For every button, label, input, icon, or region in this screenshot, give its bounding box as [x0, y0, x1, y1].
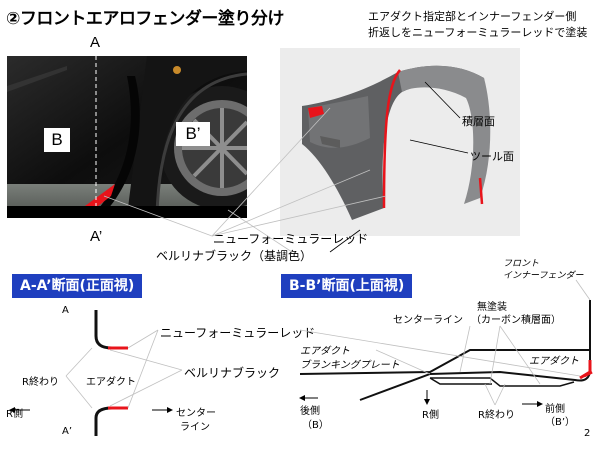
bb-r-side: R側: [422, 410, 439, 421]
label-b-prime: B’: [185, 124, 201, 143]
page-title: ②フロントエアロフェンダー塗り分け: [6, 9, 284, 29]
aa-leaders: [65, 329, 183, 409]
label-b-prime-box: B’: [176, 122, 210, 146]
page-number: 2: [584, 428, 591, 439]
note-line-1: エアダクト指定部とインナーフェンダー側: [368, 10, 577, 23]
bb-blanking-2: ブランキングプレート: [300, 360, 400, 371]
aa-label-a-prime: A’: [62, 426, 73, 437]
bb-rear-2: （B）: [302, 420, 329, 431]
label-b: B: [51, 130, 63, 149]
label-b-box: B: [44, 128, 70, 152]
callout-new-formula-red: ニューフォーミュラーレッド: [213, 232, 369, 246]
section-bb-header: B-B’断面(上面視): [281, 274, 413, 298]
laminate-face-label: 積層面: [462, 115, 495, 128]
aa-label-a: A: [62, 305, 69, 316]
bb-air-duct: エアダクト: [529, 356, 579, 367]
bb-front-2: インナーフェンダー: [503, 271, 584, 281]
bb-profile: [299, 300, 593, 401]
bb-front-side-2: （B’）: [545, 417, 576, 428]
aa-center-line-2: ライン: [180, 422, 210, 433]
fender-part-photo: [280, 48, 520, 236]
aa-r-end: R終わり: [22, 377, 59, 388]
bb-rear-1: 後側: [300, 406, 320, 417]
label-a-prime: A’: [90, 228, 103, 245]
bb-unpainted-1: 無塗装: [477, 302, 507, 313]
leader-laminate: [424, 81, 461, 119]
bb-unpainted-2: （カーボン積層面）: [471, 315, 561, 326]
bb-center-line: センターライン: [393, 315, 463, 326]
bb-leaders: [299, 279, 591, 406]
aa-profile: [94, 310, 128, 436]
tool-face-label: ツール面: [470, 150, 514, 163]
bb-front-side-1: 前側: [545, 404, 565, 415]
section-aa-header: A-A’断面(正面視): [12, 274, 143, 298]
callout-leaders: [103, 107, 387, 253]
aa-center-line-1: センター: [176, 408, 216, 419]
aa-new-formula-red: ニューフォーミュラーレッド: [160, 326, 316, 340]
bb-blanking-1: エアダクト: [300, 346, 350, 357]
bb-r-end: R終わり: [478, 410, 515, 421]
callout-bellurina-black: ベルリナブラック（基調色）: [156, 249, 313, 263]
label-a: A: [90, 34, 101, 51]
aa-air-duct: エアダクト: [86, 377, 136, 388]
leader-bellurina: [329, 229, 361, 253]
leader-tool: [409, 139, 469, 154]
note-line-2: 折返しをニューフォーミュラーレッドで塗装: [368, 26, 588, 39]
aa-r-side: R側: [6, 409, 23, 420]
aa-bellurina-black: ベルリナブラック: [184, 366, 281, 380]
bb-front-1: フロント: [503, 259, 540, 269]
